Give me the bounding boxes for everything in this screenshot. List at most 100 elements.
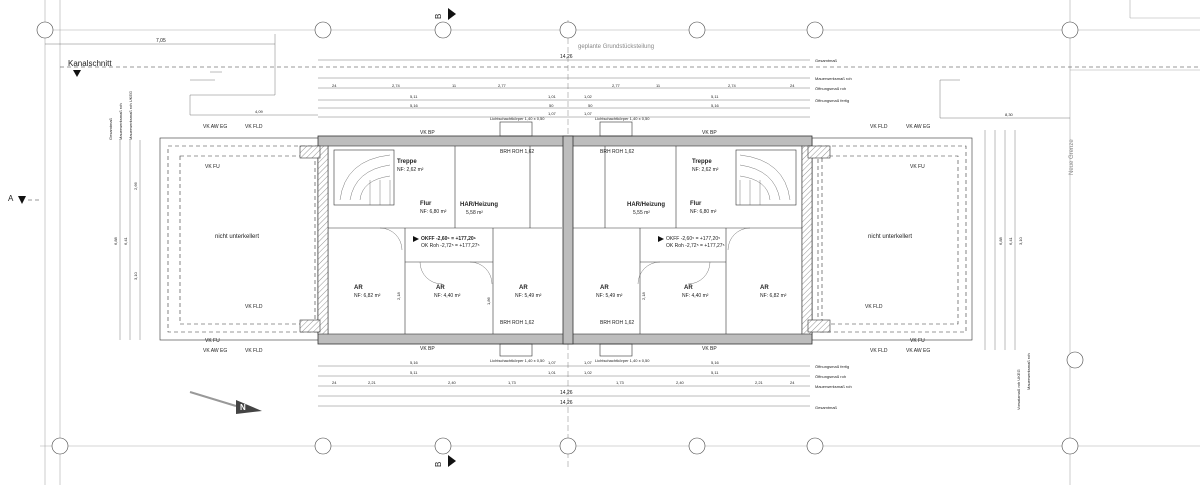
svg-text:5,16: 5,16 bbox=[711, 360, 720, 365]
svg-text:Öffnungsmaß fertig: Öffnungsmaß fertig bbox=[815, 364, 849, 369]
svg-text:1,73: 1,73 bbox=[616, 380, 625, 385]
dim-chains-left: 6,88 6,41 3,10 2,66 Gesamtmaß Mauerwerks… bbox=[108, 91, 141, 340]
tag-vk-bp-bottom-right: VK BP bbox=[702, 346, 717, 352]
svg-text:2,77: 2,77 bbox=[612, 83, 621, 88]
svg-text:Lichtschachtkörper 1,40 x 0,50: Lichtschachtkörper 1,40 x 0,50 bbox=[595, 358, 650, 363]
svg-text:7,05: 7,05 bbox=[156, 38, 166, 44]
svg-text:2,21: 2,21 bbox=[755, 380, 764, 385]
svg-text:24: 24 bbox=[332, 380, 337, 385]
brh-top-right: BRH ROH 1,62 bbox=[600, 149, 634, 155]
svg-text:VK FLD: VK FLD bbox=[870, 124, 888, 130]
svg-text:Mauerwerksmaß roh: Mauerwerksmaß roh bbox=[118, 103, 123, 140]
svg-text:AR: AR bbox=[436, 285, 445, 291]
section-marker-a: A bbox=[8, 194, 40, 204]
tag-vk-bp-top-right: VK BP bbox=[702, 130, 717, 136]
svg-text:NF: 6,80 m²: NF: 6,80 m² bbox=[690, 209, 717, 215]
svg-text:VK FU: VK FU bbox=[205, 164, 220, 170]
svg-text:NF: 2,62 m²: NF: 2,62 m² bbox=[397, 167, 424, 173]
svg-text:50: 50 bbox=[549, 103, 554, 108]
svg-text:1,07: 1,07 bbox=[584, 360, 593, 365]
tag-vk-bp-bottom-left: VK BP bbox=[420, 346, 435, 352]
grundstuecksteilung-label: geplante Grundstücksteilung bbox=[578, 44, 654, 50]
svg-text:VK FLD: VK FLD bbox=[245, 124, 263, 130]
svg-text:VK FLD: VK FLD bbox=[865, 304, 883, 310]
stair-right bbox=[735, 149, 797, 206]
svg-text:VK FLD: VK FLD bbox=[245, 348, 263, 354]
svg-text:5,16: 5,16 bbox=[410, 103, 419, 108]
svg-text:24: 24 bbox=[790, 380, 795, 385]
dim-chains-top: 14,26 Gesamtmaß Mauerwerksmaß roh 24 2,7… bbox=[190, 54, 1070, 119]
svg-text:6,41: 6,41 bbox=[1008, 236, 1013, 245]
door-swings bbox=[379, 227, 751, 285]
svg-text:2,66: 2,66 bbox=[133, 181, 138, 190]
room-ar-small-left: AR NF: 5,49 m² bbox=[515, 285, 542, 299]
svg-text:2,21: 2,21 bbox=[368, 380, 377, 385]
svg-text:3,10: 3,10 bbox=[1018, 236, 1023, 245]
svg-text:5,55 m²: 5,55 m² bbox=[633, 210, 650, 216]
svg-text:5,16: 5,16 bbox=[711, 103, 720, 108]
level-okff-left: OKFF -2,60⁵ = +177,20⁵ OK Roh -2,72⁵ = +… bbox=[413, 236, 480, 249]
svg-text:NF: 5,49 m²: NF: 5,49 m² bbox=[596, 293, 623, 299]
structural-grid bbox=[36, 0, 1200, 485]
room-treppe-right: Treppe NF: 2,62 m² bbox=[692, 159, 719, 173]
svg-text:14,26: 14,26 bbox=[560, 390, 573, 396]
svg-text:Gesamtmaß: Gesamtmaß bbox=[815, 405, 838, 410]
svg-text:5,11: 5,11 bbox=[711, 94, 719, 99]
svg-text:VK FU: VK FU bbox=[910, 338, 925, 344]
kanalschnitt-marker: Kanalschnitt bbox=[60, 59, 1200, 77]
room-ar-mid-right: AR NF: 4,40 m² bbox=[682, 285, 709, 299]
svg-text:1,02: 1,02 bbox=[584, 370, 593, 375]
svg-text:6,88: 6,88 bbox=[113, 236, 118, 245]
svg-text:VK AW EG: VK AW EG bbox=[203, 124, 227, 130]
svg-text:24: 24 bbox=[332, 83, 337, 88]
svg-text:5,11: 5,11 bbox=[711, 370, 719, 375]
svg-text:2,77: 2,77 bbox=[498, 83, 507, 88]
svg-text:Mauerwerksmaß roh: Mauerwerksmaß roh bbox=[815, 76, 852, 81]
svg-text:1,01: 1,01 bbox=[548, 94, 557, 99]
dim-inner-mid: 1,86 bbox=[486, 296, 491, 305]
room-har-left: HAR/Heizung 5,58 m² bbox=[460, 202, 498, 216]
svg-text:Mauerwerksmaß roh: Mauerwerksmaß roh bbox=[815, 384, 852, 389]
svg-text:Mauerwerksmaß roh: Mauerwerksmaß roh bbox=[1026, 353, 1031, 390]
svg-text:3,10: 3,10 bbox=[133, 271, 138, 280]
dim-inner-right: 2,18 bbox=[641, 291, 646, 300]
svg-text:OK Roh -2,72⁵ = +177,27⁵: OK Roh -2,72⁵ = +177,27⁵ bbox=[666, 243, 725, 249]
svg-text:2,40: 2,40 bbox=[448, 380, 457, 385]
svg-text:2,74: 2,74 bbox=[392, 83, 401, 88]
svg-text:1,07: 1,07 bbox=[548, 360, 557, 365]
svg-text:AR: AR bbox=[600, 285, 609, 291]
svg-text:6,41: 6,41 bbox=[123, 236, 128, 245]
svg-text:NF: 6,80 m²: NF: 6,80 m² bbox=[420, 209, 447, 215]
brh-top-left: BRH ROH 1,62 bbox=[500, 149, 534, 155]
svg-text:NF: 6,82 m²: NF: 6,82 m² bbox=[354, 293, 381, 299]
svg-text:NF: 4,40 m²: NF: 4,40 m² bbox=[682, 293, 709, 299]
room-har-right: HAR/Heizung 5,55 m² bbox=[627, 202, 665, 216]
brh-bottom-right: BRH ROH 1,62 bbox=[600, 320, 634, 326]
svg-text:Treppe: Treppe bbox=[692, 159, 712, 165]
svg-text:Vorsatzmaß roh UKEG: Vorsatzmaß roh UKEG bbox=[1016, 369, 1021, 410]
svg-text:VK AW EG: VK AW EG bbox=[906, 124, 930, 130]
svg-text:50: 50 bbox=[588, 103, 593, 108]
dim-inner-left: 2,18 bbox=[396, 291, 401, 300]
svg-text:2,40: 2,40 bbox=[676, 380, 685, 385]
svg-text:14,26: 14,26 bbox=[560, 400, 573, 406]
room-flur-left: Flur NF: 6,80 m² bbox=[420, 201, 447, 215]
north-arrow-icon: N bbox=[189, 391, 262, 414]
svg-text:Öffnungsmaß fertig: Öffnungsmaß fertig bbox=[815, 98, 849, 103]
svg-text:5,16: 5,16 bbox=[410, 360, 419, 365]
zone-not-basement-left: nicht unterkellert VK AW EG VK FLD VK FU… bbox=[159, 124, 321, 354]
svg-text:5,11: 5,11 bbox=[410, 370, 418, 375]
section-marker-b-top: B bbox=[434, 8, 456, 20]
svg-text:OK Roh -2,72⁵ = +177,27⁵: OK Roh -2,72⁵ = +177,27⁵ bbox=[421, 243, 480, 249]
svg-text:VK AW EG: VK AW EG bbox=[906, 348, 930, 354]
svg-text:B: B bbox=[434, 462, 443, 467]
svg-text:1,73: 1,73 bbox=[508, 380, 517, 385]
svg-text:OKFF -2,60⁵ = +177,20⁵: OKFF -2,60⁵ = +177,20⁵ bbox=[421, 236, 477, 242]
room-ar-small-right: AR NF: 5,49 m² bbox=[596, 285, 623, 299]
dim-chains-bottom: 5,16 1,07 1,07 5,16 Öffnungsmaß fertig 5… bbox=[318, 360, 852, 410]
svg-text:OKFF -2,60⁵ = +177,20⁵: OKFF -2,60⁵ = +177,20⁵ bbox=[666, 236, 720, 242]
svg-text:VK FLD: VK FLD bbox=[870, 348, 888, 354]
room-ar-mid-left: AR NF: 4,40 m² bbox=[434, 285, 461, 299]
basement-walls bbox=[299, 135, 831, 345]
